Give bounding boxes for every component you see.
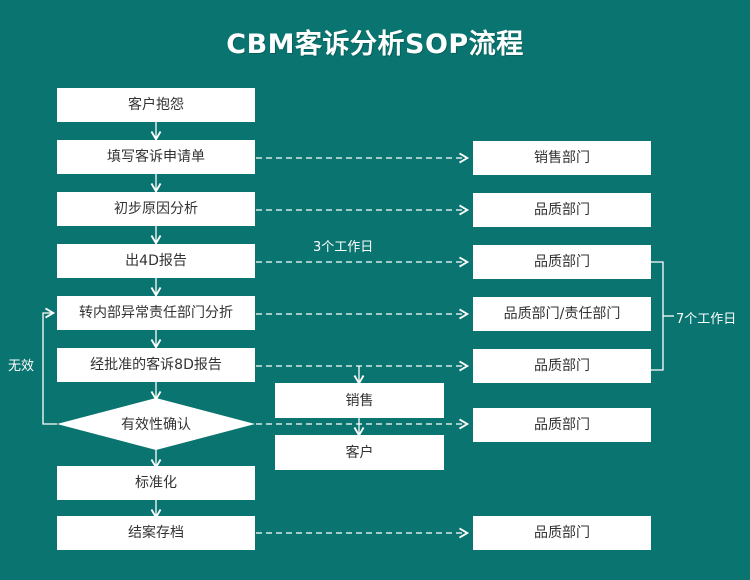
node-label: 标准化 — [135, 475, 177, 491]
process-node-4d-report[interactable]: 出4D报告 — [57, 244, 255, 278]
owner-node-quality-dept-4[interactable]: 品质部门 — [473, 408, 651, 442]
owner-node-sales-dept[interactable]: 销售部门 — [473, 141, 651, 175]
process-node-customer-complaint[interactable]: 客户抱怨 — [57, 88, 255, 122]
process-node-complaint-form[interactable]: 填写客诉申请单 — [57, 140, 255, 174]
owner-node-quality-dept-1[interactable]: 品质部门 — [473, 193, 651, 227]
node-label: 品质部门 — [534, 358, 590, 374]
process-node-approved-8d-report[interactable]: 经批准的客诉8D报告 — [57, 348, 255, 382]
owner-node-quality-responsible-dept[interactable]: 品质部门/责任部门 — [473, 297, 651, 331]
node-label: 初步原因分析 — [114, 201, 198, 217]
process-node-case-closure-archive[interactable]: 结案存档 — [57, 516, 255, 550]
page-title: CBM客诉分析SOP流程 — [226, 29, 524, 60]
decision-node-effectiveness-check[interactable]: 有效性确认 — [57, 398, 255, 450]
annotation-lead-time-8d: 7个工作日 — [676, 312, 737, 327]
connector-invalid-loop — [42, 307, 57, 425]
process-node-standardization[interactable]: 标准化 — [57, 466, 255, 500]
node-label: 品质部门/责任部门 — [503, 306, 621, 322]
owner-node-quality-dept-2[interactable]: 品质部门 — [473, 245, 651, 279]
node-label: 品质部门 — [534, 254, 590, 270]
diamond-shape — [57, 398, 255, 450]
node-label: 客户抱怨 — [128, 97, 184, 113]
node-label: 品质部门 — [534, 202, 590, 218]
node-label: 转内部异常责任部门分折 — [79, 305, 233, 321]
node-label: 品质部门 — [534, 417, 590, 433]
node-label: 填写客诉申请单 — [107, 149, 205, 165]
process-node-internal-responsible-dept[interactable]: 转内部异常责任部门分折 — [57, 296, 255, 330]
node-label: 销售部门 — [534, 150, 590, 166]
bracket-7-days — [651, 261, 664, 371]
process-node-preliminary-analysis[interactable]: 初步原因分析 — [57, 192, 255, 226]
node-label: 结案存档 — [128, 525, 184, 541]
recipient-node-customer[interactable]: 客户 — [275, 435, 444, 470]
recipient-node-sales[interactable]: 销售 — [275, 383, 444, 418]
node-label: 经批准的客诉8D报告 — [90, 357, 222, 373]
node-label: 出4D报告 — [125, 253, 187, 269]
node-label: 有效性确认 — [121, 417, 191, 433]
annotation-lead-time-4d: 3个工作日 — [313, 240, 374, 255]
node-label: 销售 — [345, 392, 374, 409]
annotation-invalid-loop: 无效 — [8, 359, 35, 374]
owner-node-quality-dept-5[interactable]: 品质部门 — [473, 516, 651, 550]
node-label: 品质部门 — [534, 525, 590, 541]
node-label: 客户 — [345, 444, 374, 461]
owner-node-quality-dept-3[interactable]: 品质部门 — [473, 349, 651, 383]
